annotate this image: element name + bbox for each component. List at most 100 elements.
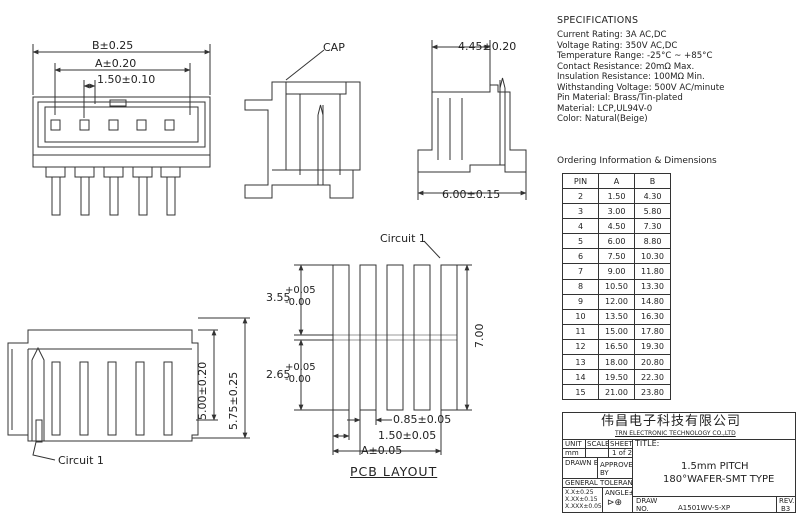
pcb-layout [294, 240, 472, 455]
title-label-cell: TITLE: [632, 439, 796, 458]
table-cell: 21.00 [598, 384, 635, 401]
table-cell: 9 [562, 293, 599, 310]
table-cell: 7.50 [598, 248, 635, 265]
table-cell: 16.50 [598, 338, 635, 356]
table-cell: 12.00 [598, 293, 635, 310]
col-header-b: B [634, 173, 671, 189]
table-cell: 13.50 [598, 308, 635, 325]
dim-pad-a: A±0.05 [361, 444, 403, 457]
table-cell: 19.30 [634, 338, 671, 356]
dim-side-bottom: 6.00±0.15 [442, 188, 501, 201]
dim-height-outer: 5.75±0.25 [227, 371, 240, 430]
spec-item: Contact Resistance: 20mΩ Max. [557, 61, 695, 72]
spec-item: Voltage Rating: 350V AC,DC [557, 40, 678, 51]
spec-item: Material: LCP,UL94V-0 [557, 103, 653, 114]
table-cell: 13.30 [634, 278, 671, 295]
dim-pad-lower: 2.65 [266, 368, 291, 381]
table-cell: 20.80 [634, 354, 671, 371]
rev-cell: REV. B3 [776, 496, 796, 513]
table-cell: 10 [562, 308, 599, 325]
table-cell: 5 [562, 233, 599, 250]
table-cell: 3.00 [598, 203, 635, 220]
dim-a-width: A±0.20 [95, 57, 137, 70]
table-cell: 7.30 [634, 218, 671, 235]
table-cell: 7 [562, 263, 599, 280]
pcb-layout-label: PCB LAYOUT [350, 464, 438, 479]
table-cell: 14.80 [634, 293, 671, 310]
ordering-title: Ordering Information & Dimensions [557, 156, 717, 166]
table-cell: 2 [562, 187, 599, 205]
table-cell: 12 [562, 338, 599, 356]
title-cell: 1.5mm PITCH 180°WAFER-SMT TYPE [632, 457, 796, 497]
spec-item: Temperature Range: -25°C ~ +85°C [557, 51, 713, 61]
title-line-1: 1.5mm PITCH [681, 461, 749, 472]
bottom-side-view [7, 317, 250, 461]
side-view-cap [244, 49, 361, 199]
table-cell: 18.00 [598, 354, 635, 371]
table-cell: 19.50 [598, 369, 635, 386]
front-view [32, 44, 211, 216]
tolerance-values-cell: X.X±0.25 X.XX±0.15 X.XXX±0.05 [562, 487, 603, 513]
company-en: TRN ELECTRONIC TECHNOLOGY CO.,LTD [615, 430, 736, 437]
circuit-bottom-label: Circuit 1 [58, 454, 104, 467]
side-view-right [417, 40, 527, 200]
table-cell: 15 [562, 384, 599, 401]
dim-pad-width: 0.85±0.05 [393, 413, 452, 426]
table-cell: 14 [562, 369, 599, 386]
approved-by-cell: APPROVED BY [597, 457, 633, 479]
spec-item: Withstanding Voltage: 500V AC/minute [557, 82, 725, 93]
company-cn: 伟昌电子科技有限公司 [601, 414, 742, 429]
spec-item: Insulation Resistance: 100MΩ Min. [557, 72, 705, 82]
dim-b-width: B±0.25 [92, 39, 134, 52]
company-cell: 伟昌电子科技有限公司 TRN ELECTRONIC TECHNOLOGY CO.… [562, 412, 796, 440]
table-cell: 22.30 [634, 369, 671, 386]
draw-no-value: A1501WV-S-XP [678, 504, 731, 512]
table-cell: 4.30 [634, 187, 671, 205]
angle-cell: ANGLE± ⊳⊕ [602, 487, 633, 513]
table-cell: 23.80 [634, 384, 671, 401]
table-cell: 10.30 [634, 248, 671, 265]
table-cell: 16.30 [634, 308, 671, 325]
dim-pitch-front: 1.50±0.10 [97, 73, 156, 86]
col-header-a: A [598, 173, 635, 189]
table-cell: 17.80 [634, 323, 671, 340]
title-block: 伟昌电子科技有限公司 TRN ELECTRONIC TECHNOLOGY CO.… [562, 412, 796, 513]
table-cell: 6 [562, 248, 599, 265]
table-cell: 4.50 [598, 218, 635, 235]
table-cell: 6.00 [598, 233, 635, 250]
projection-symbol-icon: ⊳⊕ [607, 498, 623, 508]
col-header-pin: PIN [562, 173, 599, 189]
title-line-2: 180°WAFER-SMT TYPE [663, 474, 775, 485]
table-cell: 11 [562, 323, 599, 340]
specifications-block: SPECIFICATIONS Current Rating: 3A AC,DC … [557, 15, 797, 125]
table-cell: 10.50 [598, 278, 635, 295]
table-cell: 8 [562, 278, 599, 295]
specifications-title: SPECIFICATIONS [557, 15, 639, 26]
table-cell: 1.50 [598, 187, 635, 205]
drawn-by-cell: DRAWN BY [562, 457, 598, 479]
dim-pad-upper: 3.55 [266, 291, 291, 304]
table-cell: 8.80 [634, 233, 671, 250]
table-cell: 15.00 [598, 323, 635, 340]
table-cell: 3 [562, 203, 599, 220]
spec-item: Current Rating: 3A AC,DC [557, 30, 667, 40]
table-cell: 11.80 [634, 263, 671, 280]
dim-pad-upper-minus: -0.00 [285, 297, 311, 308]
table-cell: 13 [562, 354, 599, 371]
dim-pad-lower-minus: -0.00 [285, 374, 311, 385]
